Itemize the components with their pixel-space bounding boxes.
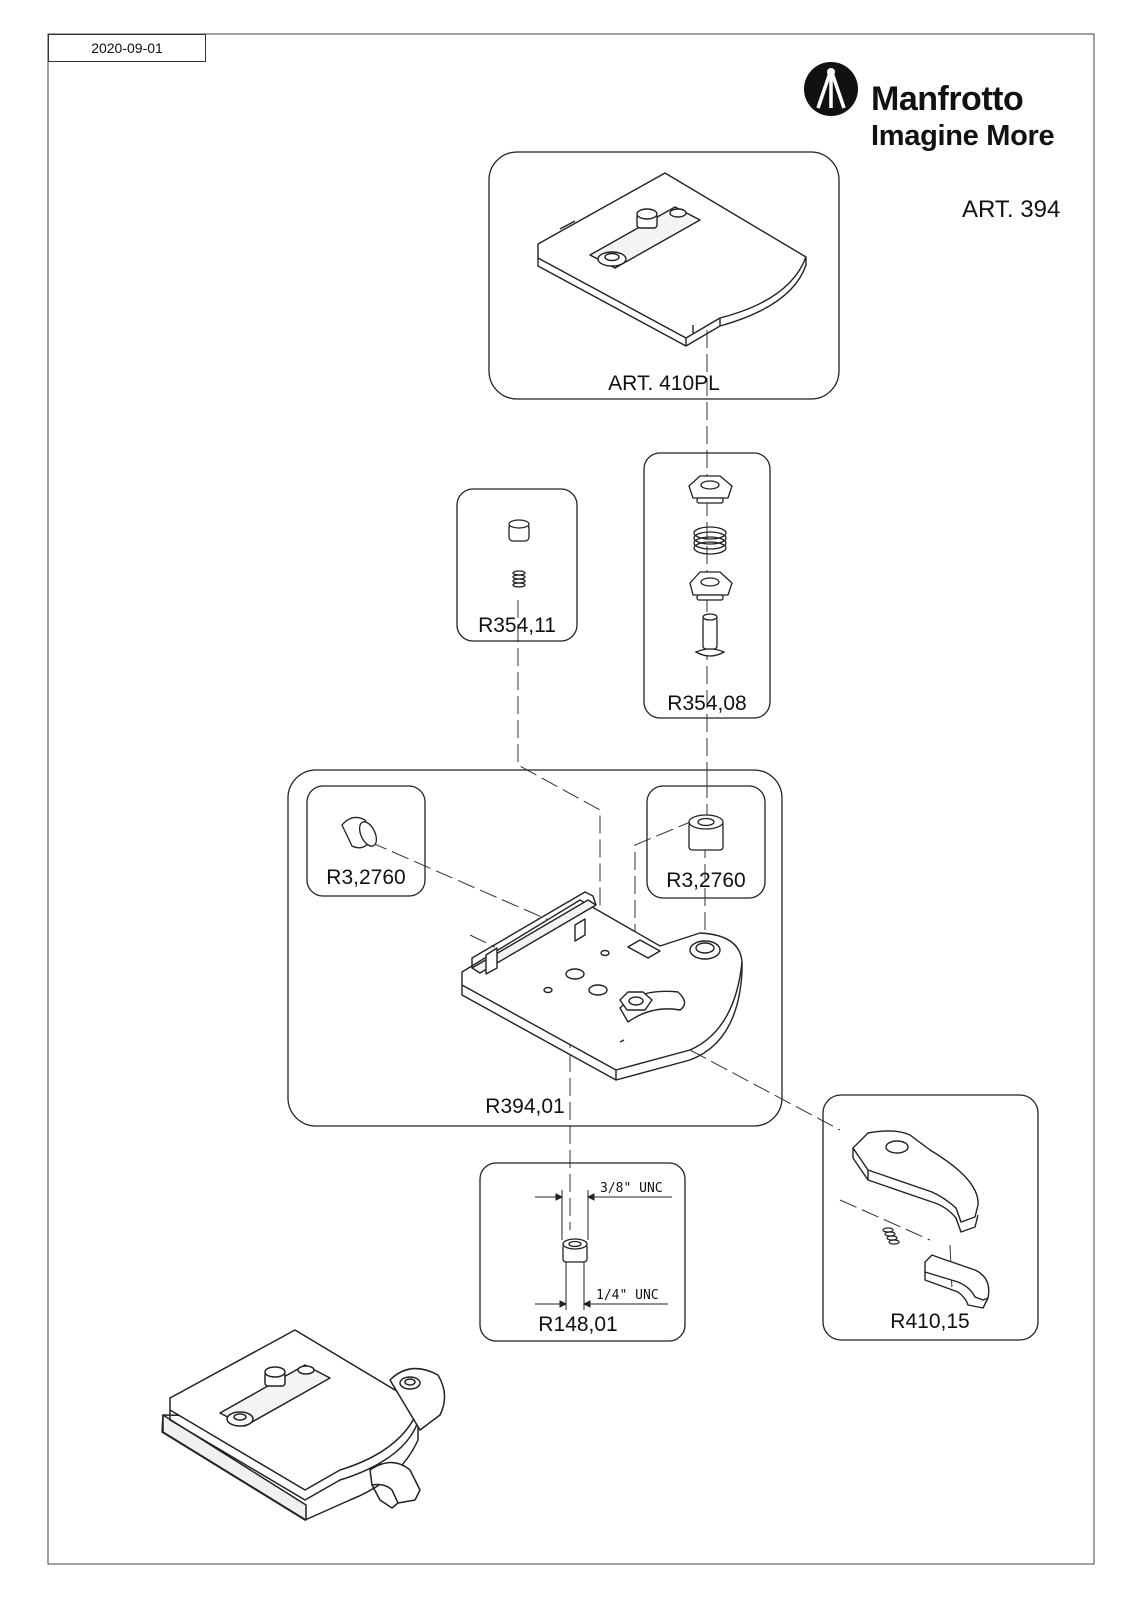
- pin-kit-drawing: [508, 519, 530, 588]
- box-bushing-left: [306, 785, 426, 897]
- axis-lever-tip: [949, 1244, 953, 1291]
- axis-lever: [689, 1049, 841, 1131]
- part-label-screw-kit: R354,08: [667, 692, 747, 715]
- print-date: 2020-09-01: [48, 34, 206, 62]
- assembly-axes: [369, 258, 953, 1291]
- thread-label-upper: 3/8" UNC: [600, 1181, 663, 1196]
- part-label-bushing-right: R3,2760: [666, 869, 746, 892]
- part-label-adapter: R148,01: [538, 1313, 618, 1336]
- box-base: [287, 769, 783, 1127]
- base-plate-drawing: [461, 891, 743, 1081]
- axis-bushing-left-2: [469, 934, 496, 948]
- part-label-base: R394,01: [485, 1095, 565, 1118]
- assembled-plate-drawing: [161, 1329, 446, 1521]
- axis-lever-spring: [839, 1199, 931, 1241]
- box-lever: [822, 1094, 1039, 1341]
- box-screw-kit: [643, 452, 771, 719]
- axis-screw: [634, 780, 708, 995]
- box-adapter: [479, 1162, 686, 1342]
- part-label-bushing-left: R3,2760: [326, 866, 406, 889]
- article-number: ART. 394: [962, 196, 1061, 223]
- axis-pin: [517, 600, 601, 980]
- adapter-drawing: [562, 1238, 588, 1263]
- part-label-top-plate: ART. 410PL: [608, 372, 720, 395]
- sheet-border: [47, 33, 1095, 1565]
- lever-latch-drawing: [924, 1254, 990, 1309]
- bushing-right-drawing: [688, 814, 724, 851]
- box-top-plate: [488, 151, 840, 400]
- screw-kit-drawing: [688, 475, 733, 657]
- quick-release-plate-drawing: [537, 172, 807, 347]
- brand-tagline: Imagine More: [871, 120, 1055, 152]
- brand-name: Manfrotto: [871, 80, 1024, 118]
- axis-bushing-left: [369, 841, 561, 926]
- thread-label-lower: 1/4" UNC: [596, 1288, 659, 1303]
- bushing-left-drawing: [341, 816, 378, 849]
- part-label-lever: R410,15: [890, 1310, 970, 1333]
- manfrotto-logo-icon: [804, 62, 858, 116]
- box-pin-kit: [456, 488, 578, 642]
- box-bushing-right: [646, 785, 766, 899]
- part-label-pin-kit: R354,11: [478, 614, 556, 637]
- adapter-dimension-lines: [535, 1190, 672, 1310]
- lever-drawing: [852, 1130, 979, 1233]
- lever-spring-drawing: [882, 1227, 900, 1245]
